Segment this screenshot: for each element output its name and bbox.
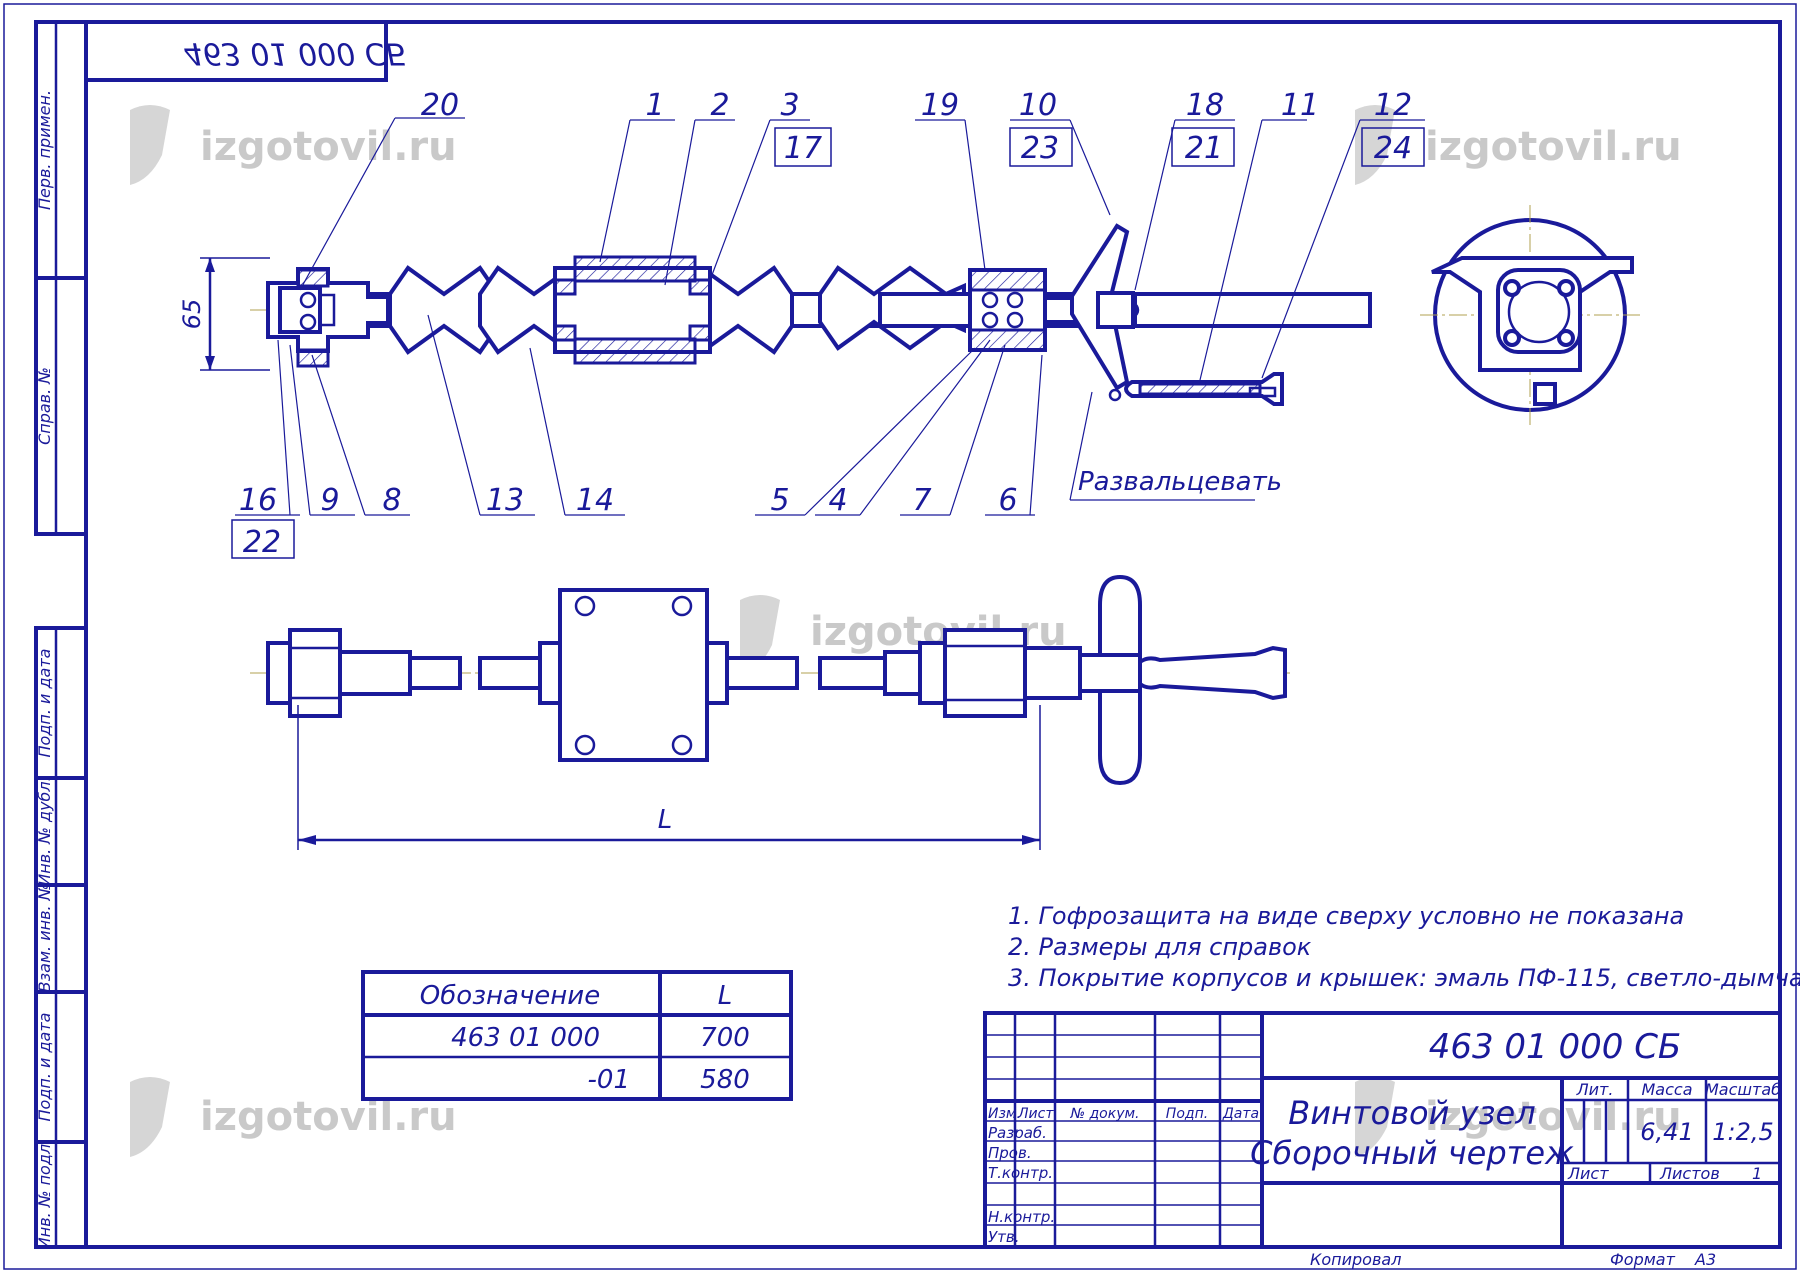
title-block: Изм. Лист № докум. Подп. Дата Разраб. Пр… — [983, 1011, 1782, 1269]
tb-code: 463 01 000 СБ — [1429, 1027, 1682, 1067]
tb-sheets-label: Листов — [1659, 1164, 1720, 1183]
side-label-5: Подп. и дата — [35, 1013, 54, 1122]
tb-scale-value: 1:2,5 — [1712, 1118, 1774, 1146]
tb-mass-value: 6,41 — [1640, 1118, 1693, 1146]
callout-9: 9 — [320, 483, 339, 518]
svg-text:izgotovil.ru: izgotovil.ru — [1425, 1094, 1682, 1140]
table-header-l: L — [718, 981, 733, 1011]
tb-role-2: Т.контр. — [988, 1164, 1053, 1182]
tb-role-1: Пров. — [988, 1144, 1032, 1162]
side-label-3: Инв. № дубл. — [35, 776, 54, 885]
tb-role-4: Утв. — [988, 1228, 1020, 1246]
svg-text:izgotovil.ru: izgotovil.ru — [200, 1094, 457, 1140]
section-view: 65 — [178, 223, 1372, 406]
watermark-5: izgotovil.ru — [1355, 1077, 1682, 1157]
callout-19: 19 — [921, 88, 959, 123]
tb-col-sign: Подп. — [1166, 1106, 1208, 1122]
variants-table: Обозначение L 463 01 000 700 -01 580 — [361, 970, 793, 1101]
callout-4: 4 — [828, 483, 847, 518]
svg-text:izgotovil.ru: izgotovil.ru — [1425, 124, 1682, 170]
callout-20: 20 — [421, 88, 459, 123]
side-label-6: Инв. № подл. — [35, 1139, 54, 1249]
tb-col-list: Лист — [1017, 1106, 1054, 1122]
plan-view: L — [250, 574, 1290, 850]
callout-24: 24 — [1374, 131, 1412, 166]
note-3: 3. Покрытие корпусов и крышек: эмаль ПФ-… — [1008, 964, 1800, 992]
tb-role-0: Разраб. — [988, 1124, 1047, 1142]
callout-8: 8 — [382, 483, 401, 518]
callout-5: 5 — [770, 483, 789, 518]
tb-col-date: Дата — [1222, 1106, 1259, 1122]
callout-23: 23 — [1021, 131, 1059, 166]
outer-frame — [3, 3, 1797, 1270]
tb-copied-label: Копировал — [1310, 1250, 1401, 1269]
callout-18: 18 — [1186, 88, 1224, 123]
side-strip: Перв. примен. Справ. № Подп. и дата Инв.… — [34, 20, 88, 1249]
svg-text:izgotovil.ru: izgotovil.ru — [200, 124, 457, 170]
tb-col-doc: № докум. — [1069, 1106, 1139, 1122]
tb-format-value: А3 — [1694, 1250, 1716, 1269]
tb-lit-label: Лит. — [1576, 1080, 1614, 1099]
tb-title-2: Сборочный чертеж — [1250, 1134, 1574, 1172]
table-cell-l-0: 700 — [700, 1023, 750, 1053]
side-label-2: Подп. и дата — [35, 649, 54, 758]
side-label-1: Справ. № — [35, 367, 54, 445]
callout-2: 2 — [710, 88, 729, 123]
callout-1: 1 — [645, 88, 664, 123]
tb-sheets-value: 1 — [1752, 1164, 1762, 1183]
side-label-0: Перв. примен. — [35, 90, 54, 210]
callout-6: 6 — [998, 483, 1017, 518]
callouts-bottom: 16 22 9 8 13 14 5 4 7 6 Развальцевать — [231, 314, 1282, 560]
dim-height: 65 — [178, 299, 206, 330]
tb-sheet-label: Лист — [1567, 1164, 1609, 1183]
callout-11: 11 — [1281, 88, 1319, 123]
callout-12: 12 — [1374, 88, 1412, 123]
notes: 1. Гофрозащита на виде сверху условно не… — [1008, 902, 1800, 992]
tb-format-label: Формат — [1610, 1250, 1676, 1269]
note-1: 1. Гофрозащита на виде сверху условно не… — [1008, 902, 1684, 930]
tb-role-3: Н.контр. — [988, 1208, 1055, 1226]
callout-22: 22 — [243, 525, 281, 560]
tb-mass-label: Масса — [1641, 1080, 1692, 1099]
end-view — [1420, 205, 1640, 425]
watermark-1: izgotovil.ru — [130, 105, 457, 185]
watermark-2: izgotovil.ru — [1355, 105, 1682, 185]
callout-21: 21 — [1185, 131, 1223, 166]
code-box-top: 463 01 000 СБ — [84, 20, 407, 82]
instruction-label: Развальцевать — [1078, 467, 1282, 497]
watermark-4: izgotovil.ru — [130, 1077, 457, 1157]
callouts-top: 20 1 2 3 17 19 10 23 18 21 11 12 24 — [299, 88, 1425, 381]
dim-length: L — [658, 805, 673, 835]
table-cell-l-1: 580 — [700, 1065, 750, 1095]
callout-10: 10 — [1019, 88, 1057, 123]
tb-scale-label: Масштаб — [1705, 1080, 1781, 1099]
table-header-designation: Обозначение — [420, 981, 600, 1011]
callout-16: 16 — [239, 483, 277, 518]
callout-3: 3 — [780, 88, 799, 123]
code-mirrored: 463 01 000 СБ — [184, 36, 407, 71]
side-label-4: Взам. инв. № — [35, 884, 54, 993]
note-2: 2. Размеры для справок — [1008, 933, 1312, 961]
callout-7: 7 — [912, 483, 931, 518]
table-cell-designation-1: -01 — [588, 1065, 630, 1095]
tb-title-1: Винтовой узел — [1288, 1094, 1535, 1132]
callout-17: 17 — [784, 131, 822, 166]
table-cell-designation-0: 463 01 000 — [451, 1023, 600, 1053]
tb-col-izm: Изм. — [988, 1106, 1021, 1122]
callout-14: 14 — [576, 483, 614, 518]
callout-13: 13 — [486, 483, 524, 518]
